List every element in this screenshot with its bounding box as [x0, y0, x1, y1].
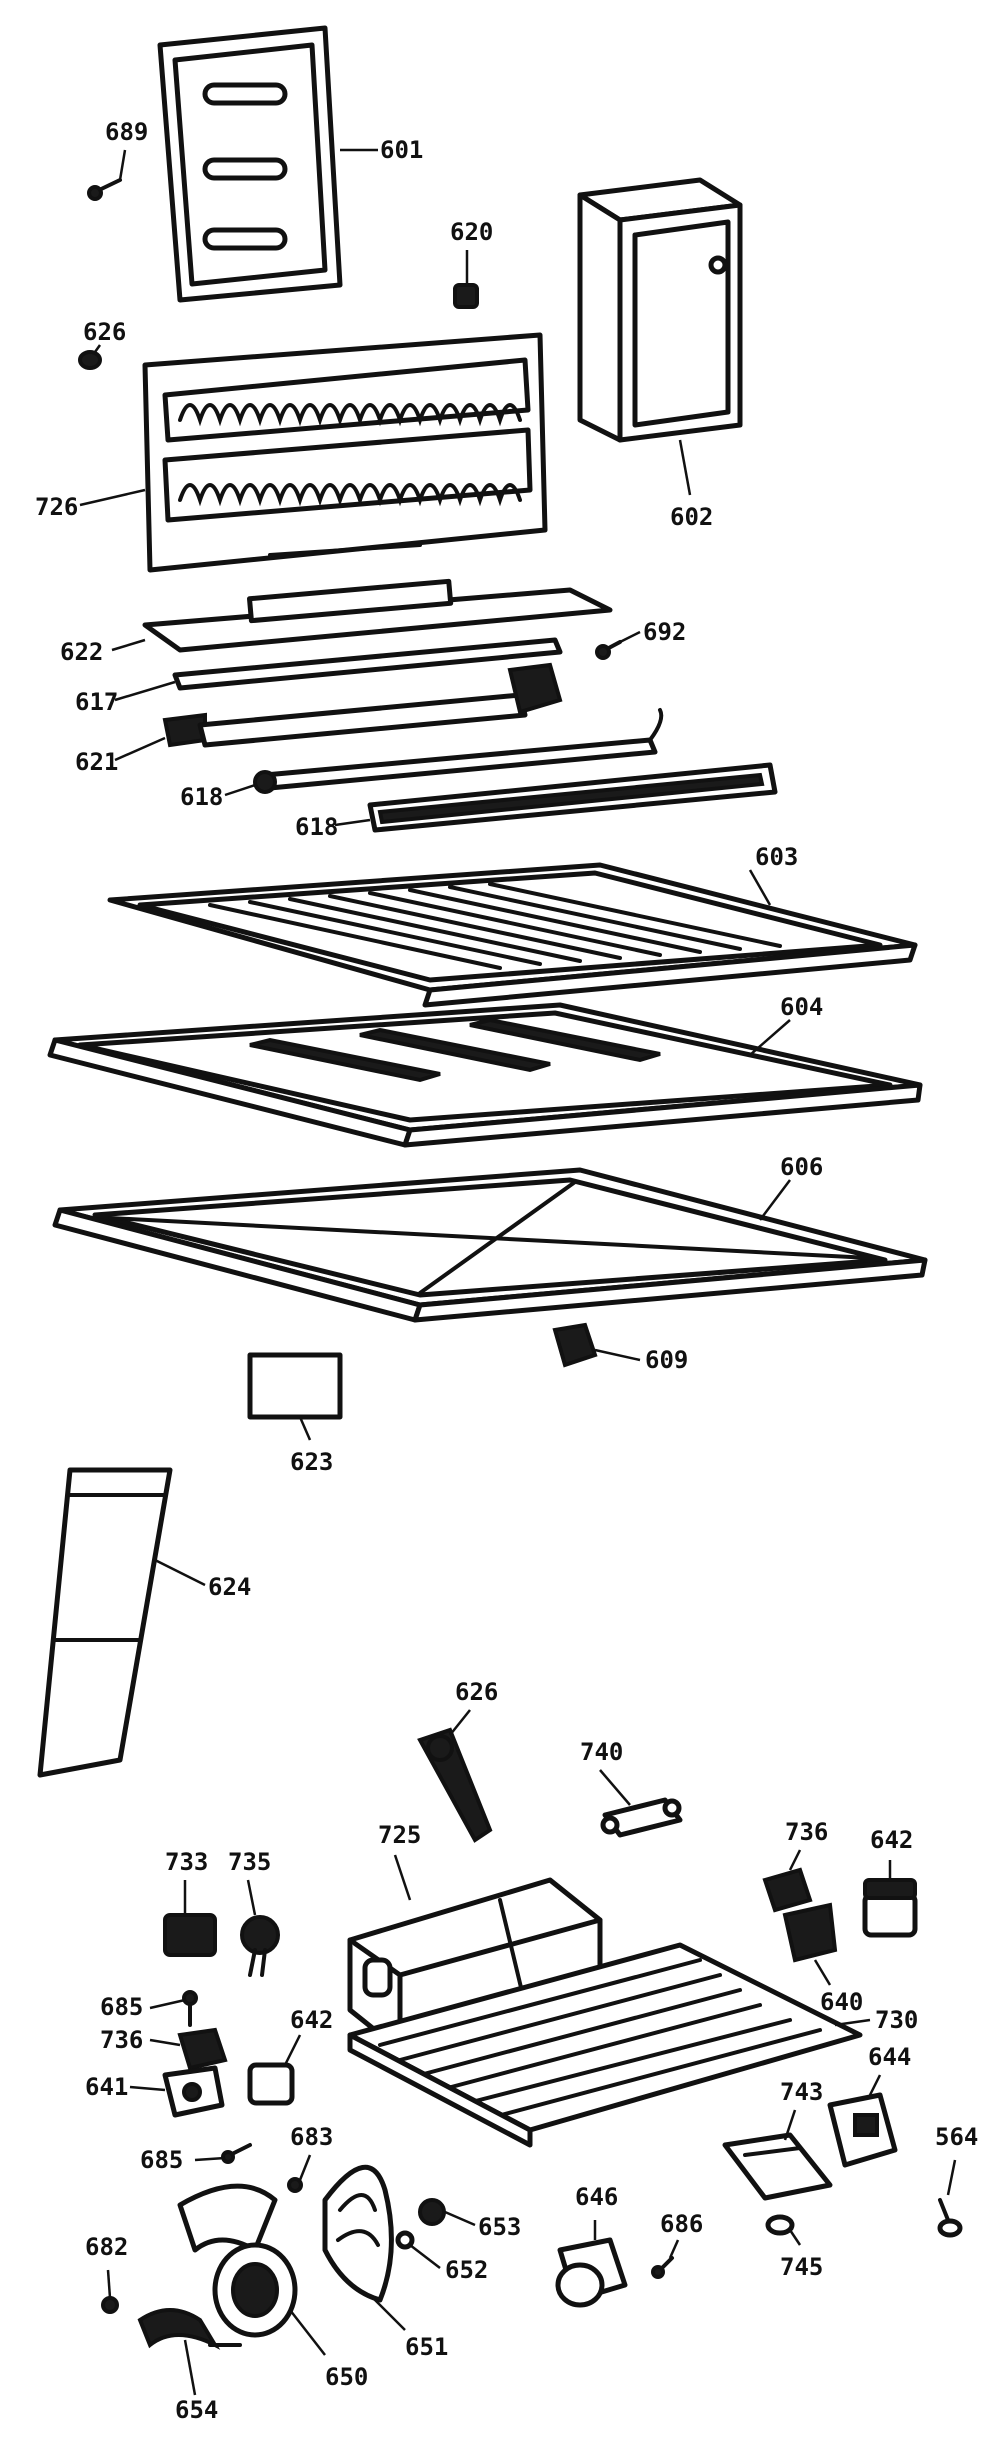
shelf-603-wires [208, 882, 782, 970]
part-686-screw [651, 2256, 674, 2279]
part-651-fan-shroud [322, 2164, 394, 2303]
label-604: 604 [780, 993, 823, 1021]
part-622-cover [142, 578, 613, 653]
label-692: 692 [643, 618, 686, 646]
label-618-upper: 618 [180, 783, 223, 811]
label-609: 609 [645, 1346, 688, 1374]
part-617-heater [172, 637, 563, 691]
label-686: 686 [660, 2210, 703, 2238]
part-641-relay-box [162, 2065, 225, 2118]
label-654: 654 [175, 2396, 218, 2424]
part-682-screw [101, 2296, 119, 2314]
label-740: 740 [580, 1738, 623, 1766]
part-689-screw [87, 178, 122, 201]
part-683-screw [287, 2177, 303, 2193]
label-620: 620 [450, 218, 493, 246]
label-683: 683 [290, 2123, 333, 2151]
part-640-overload [782, 1902, 838, 1963]
label-621: 621 [75, 748, 118, 776]
label-624: 624 [208, 1573, 251, 1601]
part-726-evaporator [142, 332, 548, 573]
label-652: 652 [445, 2256, 488, 2284]
part-646-damper [555, 2237, 628, 2308]
evaporator-coils-upper [178, 403, 522, 507]
part-620-clip [453, 283, 479, 309]
label-725: 725 [378, 1821, 421, 1849]
part-609-clip [552, 1322, 598, 1368]
label-601: 601 [380, 136, 423, 164]
part-653-washer [418, 2198, 446, 2226]
part-626-clip-top [78, 350, 102, 370]
part-644-bracket [827, 2092, 898, 2168]
part-745-grommet [765, 2214, 795, 2236]
part-606-pan-frame [52, 1167, 928, 1323]
label-623: 623 [290, 1448, 333, 1476]
label-743: 743 [780, 2078, 823, 2106]
label-689: 689 [105, 118, 148, 146]
label-640: 640 [820, 1988, 863, 2016]
label-733: 733 [165, 1848, 208, 1876]
part-650-fan-motor [177, 2183, 298, 2338]
part-733-connector [163, 1913, 217, 1957]
label-606: 606 [780, 1153, 823, 1181]
label-726: 726 [35, 493, 78, 521]
part-618-rail-lower [367, 762, 778, 833]
label-641: 641 [85, 2073, 128, 2101]
label-626-top: 626 [83, 318, 126, 346]
label-564: 564 [935, 2123, 978, 2151]
part-601-door-liner [157, 25, 343, 303]
part-642-relay-right [862, 1878, 918, 1938]
label-622: 622 [60, 638, 103, 666]
label-646: 646 [575, 2183, 618, 2211]
shelf-604-ribs [249, 1017, 661, 1083]
label-602: 602 [670, 503, 713, 531]
part-740-spring-clip [600, 1797, 683, 1838]
label-617: 617 [75, 688, 118, 716]
part-692-screw [595, 640, 622, 660]
part-602-ice-bin [577, 177, 743, 443]
part-626-bracket-lower [417, 1727, 493, 1843]
label-730: 730 [875, 2006, 918, 2034]
part-735-plug [240, 1915, 280, 1977]
label-736-right: 736 [785, 1818, 828, 1846]
part-685-screw-lower [221, 2143, 252, 2164]
part-685-screw-upper [182, 1990, 198, 2027]
part-623-card [247, 1352, 343, 1420]
part-730-condenser [347, 1942, 863, 2148]
label-651: 651 [405, 2333, 448, 2361]
label-682: 682 [85, 2233, 128, 2261]
part-604-shelf [47, 1002, 923, 1148]
label-650: 650 [325, 2363, 368, 2391]
part-618-tube-upper [253, 708, 664, 794]
label-685-lower: 685 [140, 2146, 183, 2174]
part-654-bracket [137, 2308, 242, 2350]
part-736-bracket-left [177, 2027, 228, 2071]
label-653: 653 [478, 2213, 521, 2241]
label-644: 644 [868, 2043, 911, 2071]
label-618-lower: 618 [295, 813, 338, 841]
label-736-left: 736 [100, 2026, 143, 2054]
label-685-upper: 685 [100, 1993, 143, 2021]
label-735: 735 [228, 1848, 271, 1876]
part-624-panel [37, 1467, 173, 1778]
part-564-leg [937, 2198, 963, 2238]
label-642-left: 642 [290, 2006, 333, 2034]
part-736-bracket-right [762, 1867, 813, 1913]
label-626-lower: 626 [455, 1678, 498, 1706]
part-642-relay-left [247, 2062, 295, 2106]
part-743-tray-bracket [722, 2132, 833, 2201]
label-642-right: 642 [870, 1826, 913, 1854]
part-603-shelf [107, 862, 918, 1008]
part-652-nut [395, 2230, 415, 2250]
label-745: 745 [780, 2253, 823, 2281]
part-621-bracket [162, 662, 563, 748]
label-603: 603 [755, 843, 798, 871]
